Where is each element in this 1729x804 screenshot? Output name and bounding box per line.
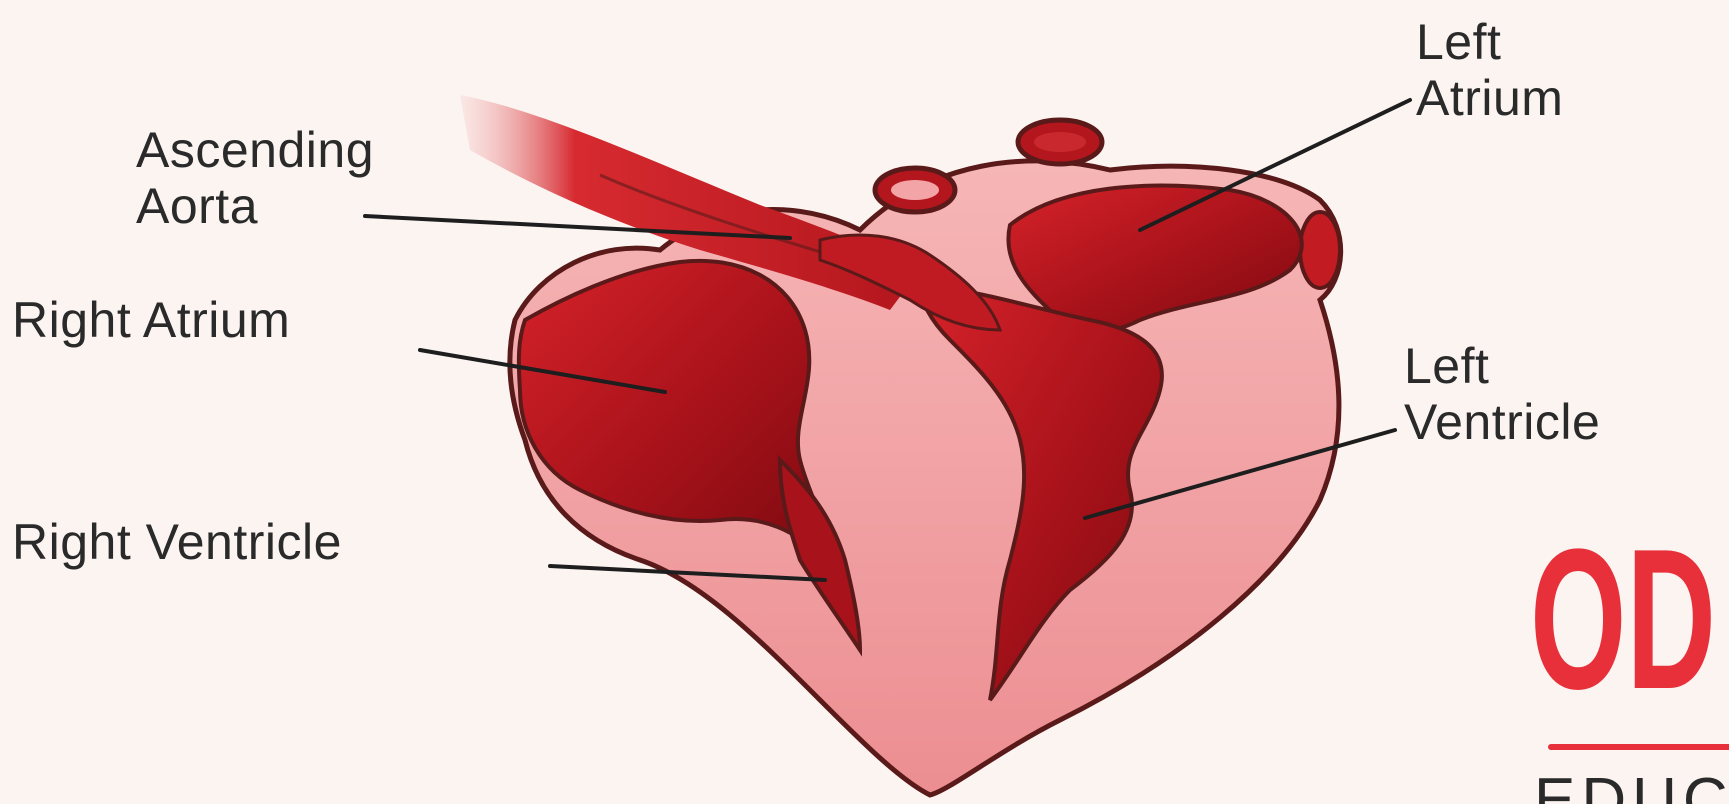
watermark-logo-rule: [1548, 744, 1729, 750]
label-left-ventricle: Left Ventricle: [1404, 338, 1600, 450]
label-left-ventricle-line2: Ventricle: [1404, 394, 1600, 450]
label-ascending-aorta-line2: Aorta: [136, 178, 374, 234]
label-left-atrium-line2: Atrium: [1416, 70, 1563, 126]
watermark-logo-main: OD: [1530, 520, 1716, 720]
label-right-atrium: Right Atrium: [12, 292, 290, 348]
label-left-atrium: Left Atrium: [1416, 14, 1563, 126]
label-right-ventricle: Right Ventricle: [12, 514, 342, 570]
vessel-ring-2-inner: [1034, 132, 1086, 152]
watermark-logo-sub: EDUC: [1534, 770, 1729, 804]
vessel-ring-1-inner: [891, 180, 939, 200]
vessel-ring-3: [1300, 212, 1340, 288]
label-ascending-aorta-line1: Ascending: [136, 122, 374, 178]
label-left-ventricle-line1: Left: [1404, 338, 1600, 394]
label-ascending-aorta: Ascending Aorta: [136, 122, 374, 234]
label-left-atrium-line1: Left: [1416, 14, 1563, 70]
